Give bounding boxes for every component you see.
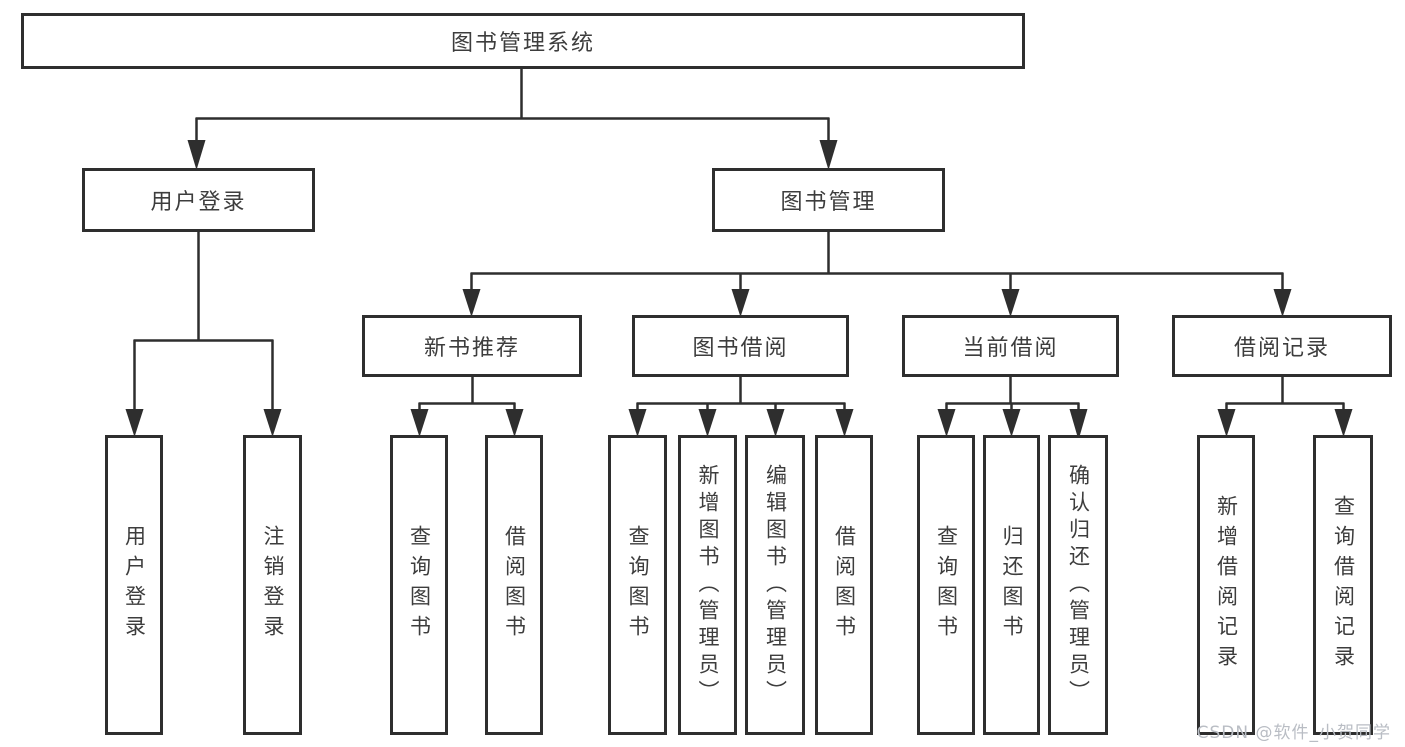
leaf-bb-add-book-admin-label: 新增图书（管理员） [696,463,720,707]
edge-book-mgmt-to-level2 [462,232,1292,317]
leaf-record-add-label: 新增借阅记录 [1214,495,1239,675]
leaf-rec-borrow-book: 借阅图书 [485,435,543,735]
leaf-record-query-label: 查询借阅记录 [1331,495,1356,675]
leaf-record-add: 新增借阅记录 [1197,435,1255,735]
csdn-watermark: CSDN @软件_小贺同学 [1196,723,1391,743]
leaf-cur-return-book-label: 归还图书 [1000,525,1024,645]
leaf-bb-edit-book-admin: 编辑图书（管理员） [745,435,805,735]
node-user-login: 用户登录 [82,168,315,232]
leaf-cur-query-book-label: 查询图书 [934,525,959,645]
leaf-bb-query-book-label: 查询图书 [626,525,650,645]
node-current-borrow-label: 当前借阅 [962,336,1059,361]
leaf-logout-label: 注销登录 [261,525,285,645]
leaf-record-query: 查询借阅记录 [1313,435,1373,735]
leaf-logout: 注销登录 [243,435,302,735]
edge-current-borrow-to-leaves [937,377,1088,440]
node-borrow-record-label: 借阅记录 [1233,336,1330,361]
edge-root-to-level1 [187,69,838,170]
leaf-bb-query-book: 查询图书 [608,435,667,735]
leaf-bb-borrow-book: 借阅图书 [815,435,873,735]
node-book-mgmt: 图书管理 [712,168,945,232]
node-root-system-label: 图书管理系统 [450,31,595,56]
leaf-cur-query-book: 查询图书 [917,435,975,735]
edge-user-login-to-leaves [125,232,282,437]
leaf-cur-confirm-return-admin-label: 确认归还（管理员） [1066,463,1091,707]
node-current-borrow: 当前借阅 [902,315,1119,377]
node-user-login-label: 用户登录 [150,190,247,215]
leaf-rec-borrow-book-label: 借阅图书 [502,525,527,645]
leaf-bb-borrow-book-label: 借阅图书 [832,525,857,645]
node-book-mgmt-label: 图书管理 [780,190,877,215]
leaf-bb-add-book-admin: 新增图书（管理员） [678,435,737,735]
node-borrow-record: 借阅记录 [1172,315,1392,377]
leaf-cur-return-book: 归还图书 [983,435,1040,735]
leaf-user-login: 用户登录 [105,435,163,735]
node-new-book-rec: 新书推荐 [362,315,582,377]
node-book-borrow: 图书借阅 [632,315,849,377]
leaf-rec-query-book: 查询图书 [390,435,448,735]
node-new-book-rec-label: 新书推荐 [423,336,520,361]
node-root-system: 图书管理系统 [21,13,1025,69]
leaf-user-login-label: 用户登录 [122,525,147,645]
node-book-borrow-label: 图书借阅 [692,336,789,361]
edge-borrow-record-to-leaves [1217,377,1353,437]
leaf-rec-query-book-label: 查询图书 [407,525,432,645]
leaf-bb-edit-book-admin-label: 编辑图书（管理员） [763,463,788,707]
edge-new-book-rec-to-leaves [410,377,524,437]
leaf-cur-confirm-return-admin: 确认归还（管理员） [1048,435,1108,735]
edge-book-borrow-to-leaves [628,377,854,437]
